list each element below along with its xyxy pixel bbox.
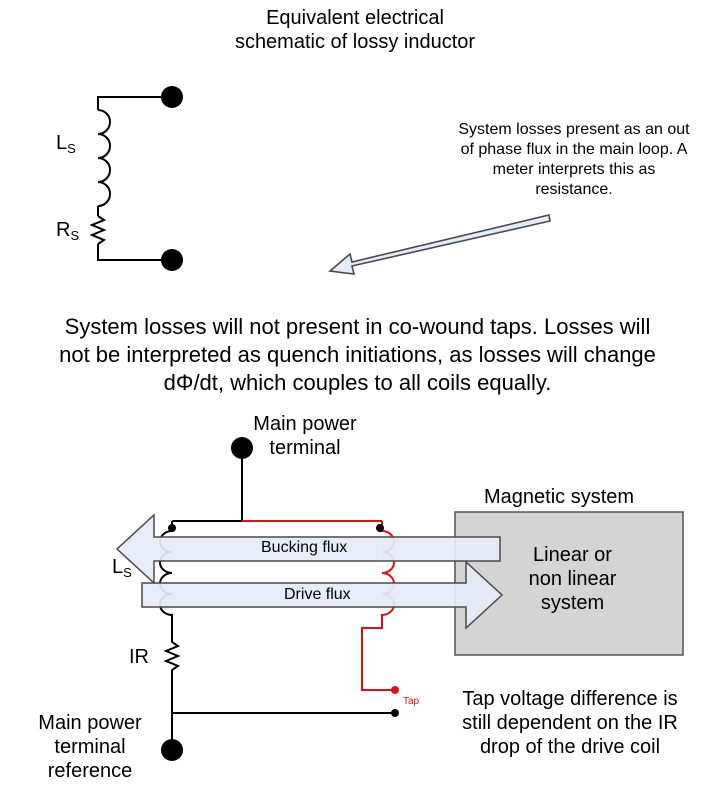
top-resistor — [89, 215, 107, 245]
reference-label-line1: Main power — [38, 712, 142, 734]
tap-voltage-note: Tap voltage difference is still dependen… — [430, 687, 710, 759]
reference-label-line3: reference — [47, 760, 133, 782]
statement-line3: dΦ/dt, which couples to all coils equall… — [163, 370, 552, 395]
ir-resistor — [163, 638, 181, 750]
losses-note: System losses present as an out of phase… — [426, 120, 715, 200]
top-rs-subscript: S — [70, 228, 80, 243]
top-wire-upper — [97, 96, 172, 110]
cowound-statement: System losses will not present in co-wou… — [0, 313, 715, 397]
losses-note-line1: System losses present as an out — [458, 121, 690, 138]
statement-line1: System losses will not present in co-wou… — [64, 314, 651, 339]
main-power-label-line2: terminal — [269, 437, 341, 459]
tap-label: Tap — [403, 696, 420, 707]
bottom-ls-subscript: S — [123, 565, 132, 580]
bucking-flux-label: Bucking flux — [261, 539, 348, 556]
main-power-label-line1: Main power — [253, 413, 357, 435]
tap-terminal-black — [391, 709, 399, 717]
top-terminal-upper — [161, 86, 183, 108]
drive-coil-dot — [168, 524, 176, 532]
drive-flux-arrow — [141, 560, 504, 630]
top-wire-lower — [97, 244, 172, 261]
bucking-flux-arrow — [115, 513, 501, 585]
bottom-ls-label: LS — [112, 555, 132, 585]
top-ls-label: LS — [56, 131, 76, 161]
drive-flux-label: Drive flux — [284, 586, 351, 603]
losses-note-line4: resistance. — [535, 181, 613, 198]
tap-note-line1: Tap voltage difference is — [462, 688, 678, 710]
top-title: Equivalent electrical schematic of lossy… — [180, 6, 530, 54]
top-title-line1: Equivalent electrical — [266, 7, 444, 29]
main-power-reference-dot — [161, 739, 183, 761]
annotation-arrow — [328, 214, 551, 275]
main-power-terminal-label: Main power terminal — [230, 412, 380, 460]
magnetic-system-box — [454, 511, 684, 656]
top-rs-label: RS — [56, 218, 79, 248]
bottom-ls-letter: L — [112, 556, 124, 578]
top-ls-subscript: S — [67, 141, 76, 156]
losses-note-line2: of phase flux in the main loop. A — [460, 141, 688, 158]
main-power-reference-label: Main power terminal reference — [20, 711, 160, 783]
system-type-line3: system — [540, 592, 605, 614]
top-terminal-lower — [161, 249, 183, 271]
top-lossy-inductor-circuit — [89, 96, 172, 261]
tap-terminal-red — [391, 686, 399, 694]
tap-coil-dot — [376, 524, 384, 532]
top-inductor-coil — [97, 109, 111, 207]
system-type-line2: non linear — [528, 568, 617, 590]
magnetic-system-title: Magnetic system — [484, 486, 635, 508]
top-ls-letter: L — [56, 132, 68, 154]
top-rs-letter: R — [56, 219, 71, 241]
statement-line2: not be interpreted as quench initiations… — [59, 342, 656, 367]
ir-label: IR — [129, 646, 149, 668]
top-title-line2: schematic of lossy inductor — [234, 31, 476, 53]
system-type-line1: Linear or — [533, 544, 612, 566]
reference-label-line2: terminal — [54, 736, 126, 758]
system-type-label: Linear or non linear system — [500, 543, 645, 615]
tap-note-line3: drop of the drive coil — [479, 736, 661, 758]
tap-note-line2: still dependent on the IR — [462, 712, 678, 734]
losses-note-line3: meter interprets this as — [492, 161, 656, 178]
